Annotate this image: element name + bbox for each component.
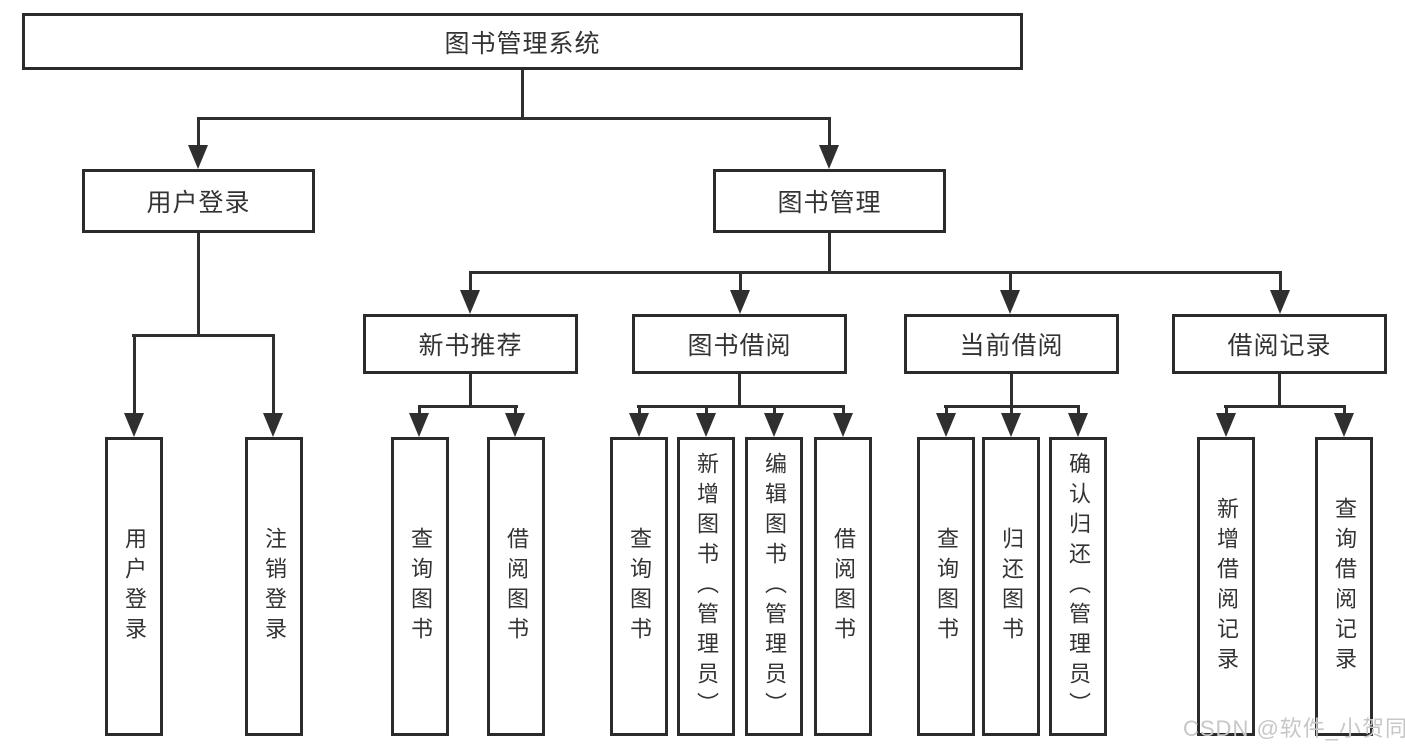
node-label: 新书推荐: [418, 332, 523, 360]
connector-line: [197, 117, 200, 148]
connector-line: [1077, 405, 1080, 417]
leaf-query-books-recommendation: 查询图书: [391, 437, 449, 736]
arrow-down-icon: [1001, 413, 1021, 437]
node-new-book-recommendation: 新书推荐: [363, 314, 578, 374]
arrow-down-icon: [505, 413, 525, 437]
connector-line: [638, 405, 641, 417]
arrow-down-icon: [936, 413, 956, 437]
arrow-down-icon: [188, 145, 208, 169]
node-book-management: 图书管理: [713, 169, 946, 233]
connector-line: [418, 405, 518, 408]
leaf-label: 借阅图书: [831, 526, 856, 647]
leaf-label: 新增图书（管理员）: [694, 451, 719, 722]
leaf-label: 查询借阅记录: [1332, 496, 1357, 677]
connector-line: [514, 405, 517, 417]
node-book-borrowing: 图书借阅: [632, 314, 847, 374]
leaf-return-books: 归还图书: [982, 437, 1040, 736]
leaf-query-books-current: 查询图书: [917, 437, 975, 736]
arrow-down-icon: [833, 413, 853, 437]
arrow-down-icon: [1000, 290, 1020, 314]
leaf-confirm-return-admin: 确认归还（管理员）: [1049, 437, 1107, 736]
connector-line: [773, 405, 776, 417]
leaf-label: 确认归还（管理员）: [1066, 451, 1091, 722]
arrow-down-icon: [696, 413, 716, 437]
arrow-down-icon: [1334, 413, 1354, 437]
node-label: 图书借阅: [687, 332, 792, 360]
connector-line: [945, 405, 948, 417]
leaf-add-borrow-record: 新增借阅记录: [1197, 437, 1255, 736]
connector-line: [842, 405, 845, 417]
node-label: 图书管理系统: [444, 29, 601, 58]
leaf-label: 查询图书: [934, 526, 959, 647]
leaf-borrow-books-recommendation: 借阅图书: [487, 437, 545, 736]
connector-line: [828, 233, 831, 273]
node-label: 用户登录: [146, 189, 251, 217]
leaf-label: 新增借阅记录: [1214, 496, 1239, 677]
arrow-down-icon: [460, 290, 480, 314]
connector-line: [1010, 405, 1013, 417]
arrow-down-icon: [629, 413, 649, 437]
connector-line: [739, 271, 742, 293]
connector-line: [418, 405, 421, 417]
connector-line: [132, 334, 275, 337]
arrow-down-icon: [1270, 290, 1290, 314]
node-current-borrowing: 当前借阅: [904, 314, 1119, 374]
leaf-label: 用户登录: [122, 526, 147, 647]
arrow-down-icon: [1068, 413, 1088, 437]
connector-line: [637, 405, 845, 408]
arrow-down-icon: [764, 413, 784, 437]
leaf-logout: 注销登录: [245, 437, 303, 736]
arrow-down-icon: [819, 145, 839, 169]
connector-line: [1009, 271, 1012, 293]
connector-line: [738, 374, 741, 407]
connector-line: [133, 334, 136, 416]
arrow-down-icon: [1216, 413, 1236, 437]
connector-line: [1010, 374, 1013, 407]
leaf-edit-books-admin: 编辑图书（管理员）: [745, 437, 803, 736]
leaf-add-books-admin: 新增图书（管理员）: [677, 437, 735, 736]
arrow-down-icon: [409, 413, 429, 437]
arrow-down-icon: [124, 413, 144, 437]
connector-line: [197, 117, 831, 120]
connector-line: [828, 117, 831, 148]
node-label: 当前借阅: [959, 332, 1064, 360]
leaf-label: 查询图书: [627, 526, 652, 647]
connector-line: [272, 334, 275, 416]
watermark: CSDN @软件_小贺同学: [1183, 716, 1405, 741]
leaf-query-borrow-record: 查询借阅记录: [1315, 437, 1373, 736]
leaf-label: 编辑图书（管理员）: [762, 451, 787, 722]
leaf-label: 查询图书: [408, 526, 433, 647]
node-borrowing-records: 借阅记录: [1172, 314, 1387, 374]
node-label: 借阅记录: [1227, 332, 1332, 360]
connector-line: [705, 405, 708, 417]
arrow-down-icon: [730, 290, 750, 314]
leaf-label: 注销登录: [262, 526, 287, 647]
leaf-user-login: 用户登录: [105, 437, 163, 736]
connector-line: [469, 271, 472, 293]
connector-line: [469, 374, 472, 407]
leaf-label: 归还图书: [999, 526, 1024, 647]
leaf-borrow-books: 借阅图书: [814, 437, 872, 736]
connector-line: [197, 233, 200, 336]
node-user-login: 用户登录: [82, 169, 315, 233]
connector-line: [1279, 271, 1282, 293]
node-label: 图书管理: [777, 189, 882, 217]
leaf-query-books-borrowing: 查询图书: [610, 437, 668, 736]
connector-line: [1343, 405, 1346, 417]
arrow-down-icon: [263, 413, 283, 437]
connector-line: [469, 271, 1282, 274]
connector-line: [1225, 405, 1228, 417]
connector-line: [1278, 374, 1281, 407]
leaf-label: 借阅图书: [504, 526, 529, 647]
connector-line: [1224, 405, 1346, 408]
connector-line: [521, 70, 524, 118]
node-library-management-system: 图书管理系统: [22, 13, 1023, 70]
